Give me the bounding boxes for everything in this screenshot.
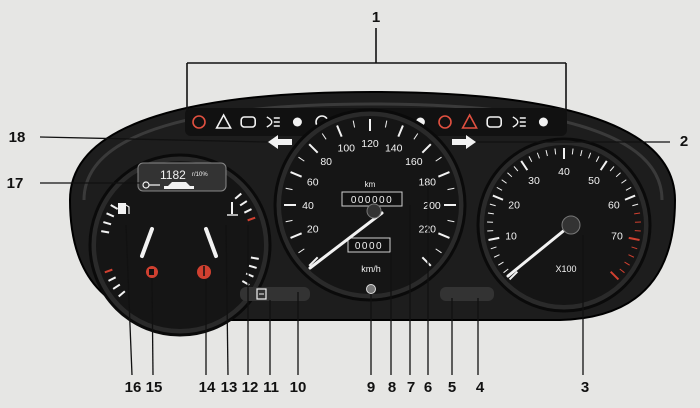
callout-16: 16 <box>125 379 142 396</box>
front-fog-icon <box>293 118 302 127</box>
tach-tick <box>555 149 556 155</box>
tach-scale-label: 60 <box>608 199 620 211</box>
speed-unit-label: km/h <box>361 264 381 274</box>
tach-scale-label: 10 <box>505 231 517 243</box>
tach-scale-label: 50 <box>588 175 600 187</box>
callout-18: 18 <box>9 129 26 146</box>
speed-scale-label: 40 <box>302 200 314 212</box>
odometer-label: km <box>365 180 376 189</box>
callout-12: 12 <box>242 379 259 396</box>
trip-meter: 0000 <box>348 238 390 252</box>
callout-10: 10 <box>290 379 307 396</box>
callout-6: 6 <box>424 379 432 396</box>
callout-15: 15 <box>146 379 163 396</box>
tach-multiplier-label: X100 <box>555 264 576 274</box>
lcd-time: 1182 <box>160 168 186 182</box>
callout-13: 13 <box>221 379 238 396</box>
callout-5: 5 <box>448 379 456 396</box>
speed-scale-label: 20 <box>307 224 319 236</box>
callout-14: 14 <box>199 379 216 396</box>
coolant-warning-icon <box>197 265 211 279</box>
callout-7: 7 <box>407 379 415 396</box>
gauge-tick <box>101 231 109 232</box>
callout-8: 8 <box>388 379 396 396</box>
tach-scale-label: 70 <box>611 231 623 243</box>
tach-tick <box>572 149 573 155</box>
tach-scale-label: 40 <box>558 166 570 178</box>
speed-scale-label: 200 <box>423 200 441 212</box>
callout-3: 3 <box>581 379 589 396</box>
callout-2: 2 <box>680 133 688 150</box>
speed-scale-label: 160 <box>405 156 423 168</box>
speed-scale-label: 120 <box>361 138 379 150</box>
callout-17: 17 <box>7 175 24 192</box>
callout-4: 4 <box>476 379 485 396</box>
lcd-display: 1182 r/10% <box>138 163 226 191</box>
speed-scale-label: 60 <box>307 176 319 188</box>
callout-11: 11 <box>263 379 279 396</box>
speed-scale-label: 140 <box>385 143 403 155</box>
right-lower-lamp-window <box>440 287 494 301</box>
low-fuel-warning-icon <box>146 266 158 278</box>
callout-1: 1 <box>372 9 380 26</box>
tach-scale-label: 30 <box>528 175 540 187</box>
gauge-tick <box>251 258 259 259</box>
left-lower-lamp-window <box>240 287 310 301</box>
glow-plug-icon <box>539 118 548 127</box>
callout-9: 9 <box>367 379 375 396</box>
trip-value: 0000 <box>355 241 383 252</box>
tach-scale-label: 20 <box>508 199 520 211</box>
speed-scale-label: 100 <box>338 143 356 155</box>
lcd-suffix: r/10% <box>192 172 208 178</box>
trip-reset-button <box>367 285 376 294</box>
speed-scale-label: 80 <box>320 156 332 168</box>
